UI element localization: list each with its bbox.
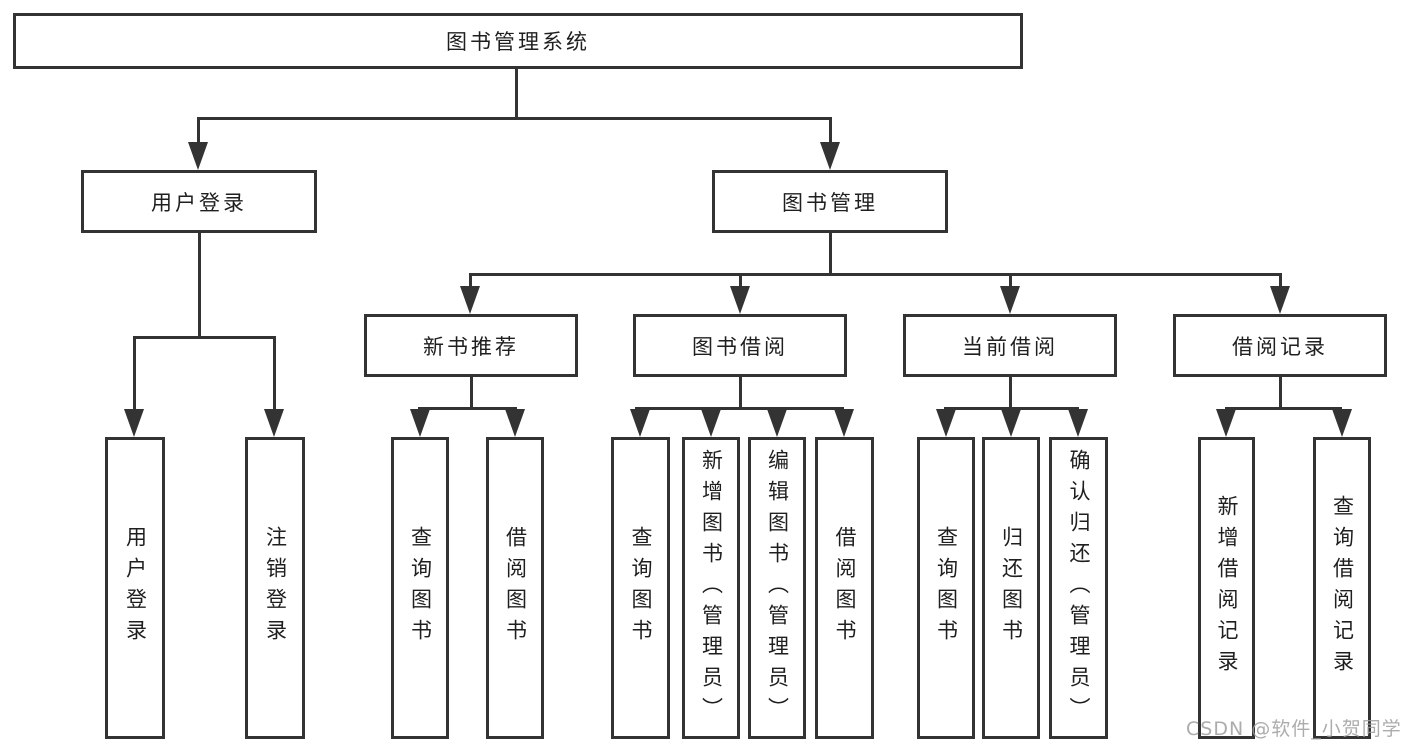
leaf-borrow-books-label: 借阅图书: [833, 526, 857, 650]
connector-line: [470, 377, 473, 410]
leaf-query-books-recommend-label: 查询图书: [408, 526, 433, 650]
arrow-down-icon: [505, 409, 525, 437]
connector-line: [1225, 407, 1342, 410]
connector-line: [197, 117, 200, 147]
node-book-borrowing-label: 图书借阅: [692, 334, 788, 359]
leaf-add-borrow-record: 新增借阅记录: [1198, 437, 1255, 739]
csdn-watermark: CSDN @软件_小贺同学: [1186, 718, 1402, 740]
leaf-add-borrow-record-label: 新增借阅记录: [1215, 495, 1239, 681]
node-user-login-label: 用户登录: [151, 190, 247, 215]
leaf-query-borrow-record-label: 查询借阅记录: [1330, 495, 1355, 681]
connector-line: [829, 117, 832, 147]
leaf-return-books: 归还图书: [982, 437, 1040, 739]
leaf-add-books-admin-label: 新增图书（管理员）: [699, 448, 724, 728]
connector-line: [1009, 273, 1012, 288]
arrow-down-icon: [124, 409, 144, 437]
arrow-down-icon: [410, 409, 430, 437]
connector-line: [133, 336, 275, 339]
node-current-borrowing: 当前借阅: [903, 314, 1117, 377]
arrow-down-icon: [1216, 409, 1236, 437]
leaf-logout-label: 注销登录: [263, 526, 288, 650]
leaf-query-books-borrowing: 查询图书: [611, 437, 670, 739]
node-book-management-label: 图书管理: [782, 190, 878, 215]
node-book-management: 图书管理: [712, 170, 948, 233]
leaf-borrow-books: 借阅图书: [815, 437, 874, 739]
arrow-down-icon: [188, 142, 208, 170]
arrow-down-icon: [1332, 409, 1352, 437]
arrow-down-icon: [264, 409, 284, 437]
leaf-edit-books-admin-label: 编辑图书（管理员）: [765, 448, 790, 728]
arrow-down-icon: [834, 409, 854, 437]
arrow-down-icon: [460, 286, 480, 314]
connector-line: [944, 407, 1079, 410]
arrow-down-icon: [1270, 286, 1290, 314]
leaf-user-login: 用户登录: [105, 437, 165, 739]
connector-line: [635, 407, 844, 410]
node-user-login: 用户登录: [81, 170, 317, 233]
node-borrowing-records-label: 借阅记录: [1232, 334, 1328, 359]
connector-line: [1009, 377, 1012, 410]
arrow-down-icon: [1000, 286, 1020, 314]
connector-line: [273, 336, 276, 414]
arrow-down-icon: [730, 286, 750, 314]
leaf-confirm-return-admin-label: 确认归还（管理员）: [1067, 448, 1091, 728]
leaf-return-books-label: 归还图书: [999, 526, 1024, 650]
connector-line: [469, 273, 472, 288]
leaf-query-books-borrowing-label: 查询图书: [629, 526, 653, 650]
connector-line: [469, 273, 1282, 276]
arrow-down-icon: [936, 409, 956, 437]
leaf-logout: 注销登录: [245, 437, 305, 739]
leaf-query-books-current: 查询图书: [917, 437, 975, 739]
leaf-borrow-books-recommend-label: 借阅图书: [503, 526, 528, 650]
arrow-down-icon: [767, 409, 787, 437]
leaf-query-books-recommend: 查询图书: [391, 437, 449, 739]
connector-line: [515, 69, 518, 120]
connector-line: [418, 407, 517, 410]
leaf-confirm-return-admin: 确认归还（管理员）: [1049, 437, 1108, 739]
arrow-down-icon: [1068, 409, 1088, 437]
node-root: 图书管理系统: [13, 13, 1023, 69]
connector-line: [739, 273, 742, 288]
connector-line: [133, 336, 136, 414]
leaf-query-books-current-label: 查询图书: [934, 526, 959, 650]
arrow-down-icon: [820, 142, 840, 170]
leaf-edit-books-admin: 编辑图书（管理员）: [748, 437, 806, 739]
node-current-borrowing-label: 当前借阅: [962, 334, 1058, 359]
node-root-label: 图书管理系统: [446, 30, 590, 54]
node-book-borrowing: 图书借阅: [633, 314, 847, 377]
connector-line: [1279, 273, 1282, 288]
arrow-down-icon: [701, 409, 721, 437]
arrow-down-icon: [1001, 409, 1021, 437]
connector-line: [1279, 377, 1282, 410]
leaf-borrow-books-recommend: 借阅图书: [486, 437, 544, 739]
connector-line: [198, 233, 201, 339]
arrow-down-icon: [630, 409, 650, 437]
connector-line: [739, 377, 742, 410]
node-borrowing-records: 借阅记录: [1173, 314, 1387, 377]
leaf-query-borrow-record: 查询借阅记录: [1313, 437, 1371, 739]
connector-line: [829, 233, 832, 276]
leaf-user-login-label: 用户登录: [123, 526, 148, 650]
leaf-add-books-admin: 新增图书（管理员）: [682, 437, 740, 739]
node-new-book-recommend-label: 新书推荐: [423, 334, 519, 359]
node-new-book-recommend: 新书推荐: [364, 314, 578, 377]
connector-line: [197, 117, 832, 120]
